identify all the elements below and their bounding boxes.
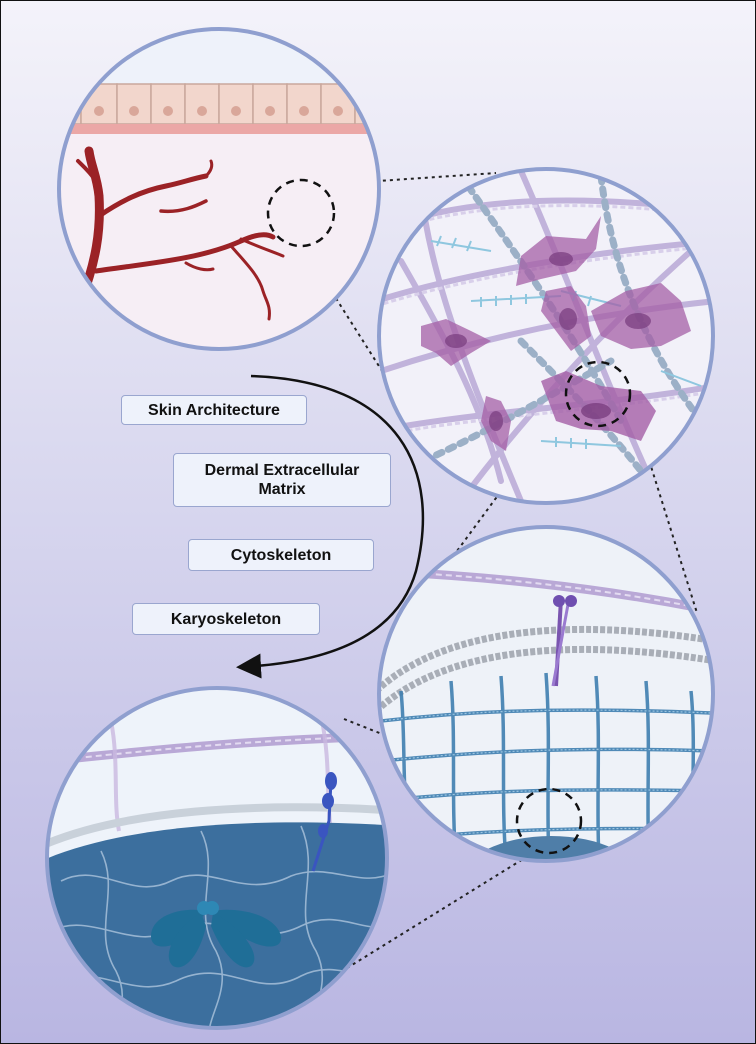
fibroblast-cell: [481, 396, 511, 451]
blood-vessel: [76, 146, 285, 321]
dermal-ecm-circle: [377, 167, 715, 505]
chromosome: [151, 901, 282, 968]
fibroblast-cell: [591, 283, 691, 349]
cell-membrane: [379, 625, 713, 694]
fibroblast-cell: [516, 216, 601, 286]
cytoskeleton-circle: [377, 525, 715, 863]
label-karyoskeleton: Karyoskeleton: [132, 603, 320, 635]
zoom-arrow: [236, 374, 425, 679]
integrin-receptor: [551, 595, 577, 687]
label-dermal-extracellular-matrix: Dermal Extracellular Matrix: [173, 453, 391, 507]
connector-line: [642, 440, 698, 614]
zoom-region-marker: [564, 360, 632, 428]
linc-complex: [311, 772, 337, 872]
epidermis-cells: [59, 83, 379, 125]
connector-line: [333, 172, 497, 185]
label-skin-architecture: Skin Architecture: [121, 395, 307, 425]
label-cytoskeleton: Cytoskeleton: [188, 539, 374, 571]
nuclear-envelope: [47, 803, 387, 850]
fibroblast-cell: [541, 371, 656, 441]
basement-membrane: [59, 124, 379, 134]
fibroblast-cell: [541, 286, 591, 351]
zoom-region-marker: [515, 787, 583, 855]
zoom-region-marker: [266, 178, 336, 248]
karyoskeleton-circle: [45, 686, 389, 1030]
fibroblast-cell: [421, 319, 491, 366]
skin-architecture-circle: [57, 27, 381, 351]
